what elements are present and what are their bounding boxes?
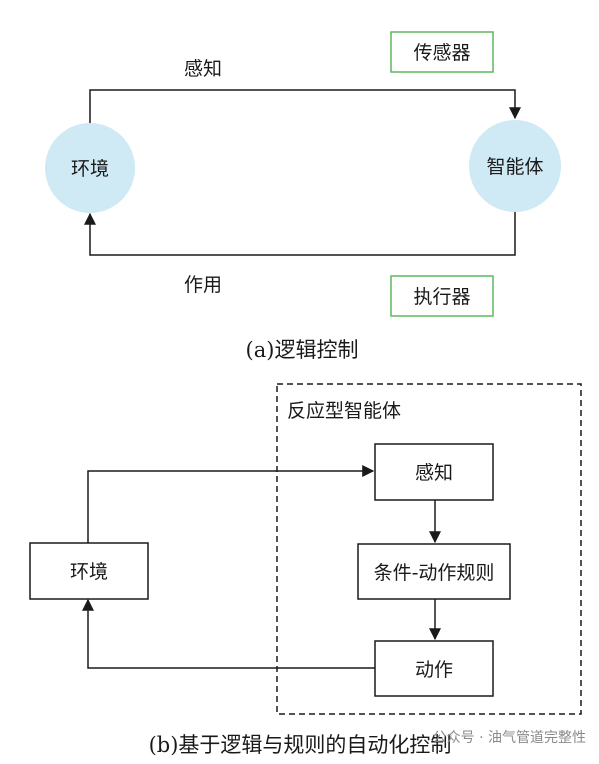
- act-arrow: [84, 210, 516, 256]
- rules-label: 条件-动作规则: [374, 562, 495, 584]
- reactive-agent-container: [276, 383, 582, 715]
- rules-box: [357, 543, 511, 600]
- environment-box: [29, 542, 149, 600]
- agent-label: 智能体: [486, 156, 543, 178]
- actuator-label: 执行器: [413, 286, 470, 308]
- watermark: 公众号 · 油气管道完整性: [433, 730, 586, 746]
- action-to-env-arrow: [82, 598, 375, 669]
- action-label: 动作: [415, 659, 453, 681]
- sense-label: 感知: [184, 58, 222, 80]
- env-to-perception-arrow: [87, 465, 375, 543]
- panel-a: 环境 智能体 感知 作用 传感器 执行器 (a)逻辑控制: [45, 31, 561, 362]
- perception-label: 感知: [415, 462, 453, 484]
- sense-arrow: [89, 89, 521, 128]
- caption-b: (b)基于逻辑与规则的自动化控制: [149, 733, 452, 757]
- environment-node: [45, 123, 135, 213]
- environment-box-label: 环境: [70, 561, 108, 583]
- container-title: 反应型智能体: [287, 400, 401, 422]
- panel-b: 反应型智能体 环境 感知 条件-动作规则 动作 (b)基于逻辑与规则的自动化控制: [29, 383, 582, 757]
- environment-label: 环境: [71, 158, 109, 180]
- act-label: 作用: [184, 274, 222, 296]
- sensor-label: 传感器: [413, 42, 470, 64]
- agent-node: [469, 120, 561, 212]
- perception-box: [374, 443, 494, 501]
- actuator-box: [390, 275, 494, 317]
- sensor-box: [390, 31, 494, 73]
- caption-a: (a)逻辑控制: [246, 338, 359, 362]
- action-box: [374, 640, 494, 697]
